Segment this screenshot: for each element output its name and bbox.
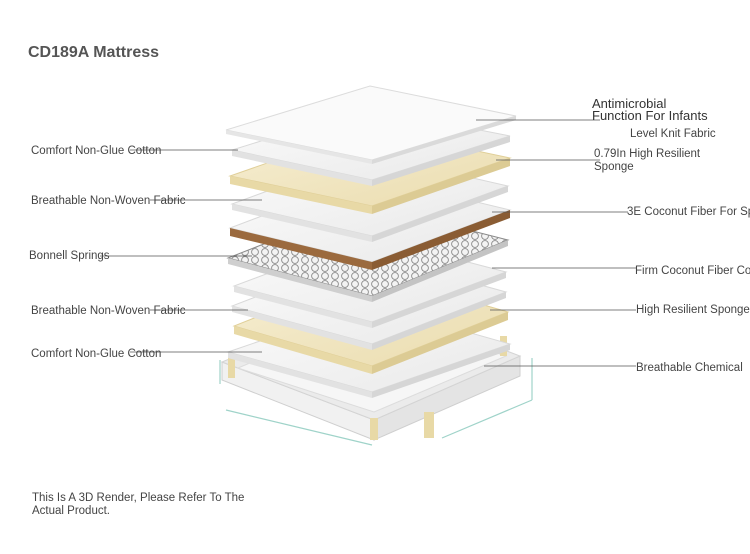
label-3e-coconut-fiber: 3E Coconut Fiber For Sp xyxy=(627,206,750,218)
label-high-resilient-sponge: High Resilient Sponge xyxy=(636,304,750,316)
leader-lines-left xyxy=(100,149,262,353)
layer-knit-fabric xyxy=(225,85,517,164)
label-level-knit-fabric: Level Knit Fabric xyxy=(630,128,716,140)
label-breathable-chemical: Breathable Chemical xyxy=(636,362,743,374)
page-title: CD189A Mattress xyxy=(28,44,160,61)
label-antimicrobial-line1: Antimicrobial xyxy=(592,96,667,111)
label-breathable-non-woven-bottom: Breathable Non-Woven Fabric xyxy=(31,305,186,317)
label-079-high-resilient-sponge: 0.79In High Resilient Sponge xyxy=(594,148,701,173)
label-antimicrobial-line2: Function For Infants xyxy=(592,108,708,123)
label-firm-coconut-fiber: Firm Coconut Fiber Co xyxy=(635,265,750,277)
label-comfort-non-glue-cotton-bottom: Comfort Non-Glue Cotton xyxy=(31,348,162,360)
leader-lines-right xyxy=(476,119,636,367)
label-comfort-non-glue-cotton-top: Comfort Non-Glue Cotton xyxy=(31,145,162,157)
label-breathable-non-woven-top: Breathable Non-Woven Fabric xyxy=(31,195,186,207)
label-bonnell-springs: Bonnell Springs xyxy=(29,250,110,262)
render-disclaimer: This Is A 3D Render, Please Refer To The… xyxy=(32,492,245,517)
